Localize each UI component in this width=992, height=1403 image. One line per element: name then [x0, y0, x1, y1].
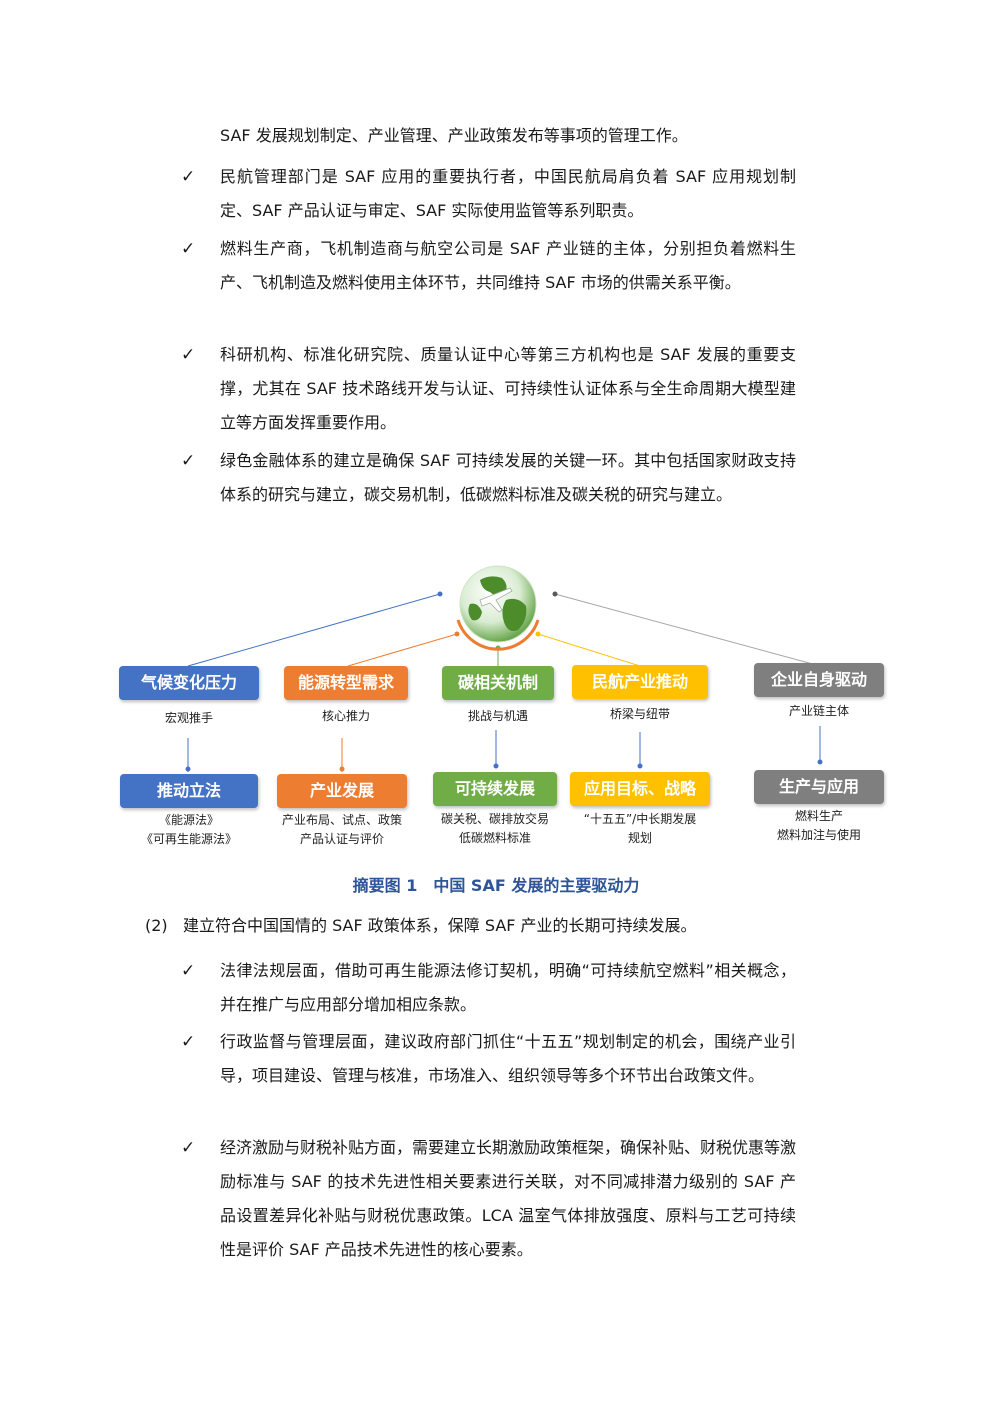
list-item: 法律法规层面，借助可再生能源法修订契机，明确“可持续航空燃料”相关概念，并在推广… — [220, 961, 796, 1014]
globe-airplane-icon — [456, 565, 540, 651]
list-item: 绿色金融体系的建立是确保 SAF 可持续发展的关键一环。其中包括国家财政支持体系… — [220, 451, 796, 504]
list-item: 行政监督与管理层面，建议政府部门抓住“十五五”规划制定的机会，围绕产业引导，项目… — [220, 1032, 796, 1085]
check-icon: ✓ — [181, 451, 196, 471]
detail-line: “十五五”/中长期发展 — [583, 812, 697, 826]
result-detail-production: 燃料生产 燃料加注与使用 — [754, 807, 884, 845]
result-box-strategy: 应用目标、战略 — [570, 772, 710, 806]
driver-box-aviation: 民航产业推动 — [572, 665, 708, 699]
detail-line: 碳关税、碳排放交易 — [440, 812, 549, 826]
driver-box-carbon: 碳相关机制 — [442, 666, 554, 700]
section-heading: 建立符合中国国情的 SAF 政策体系，保障 SAF 产业的长期可持续发展。 — [183, 916, 697, 935]
list-continuation: SAF 发展规划制定、产业管理、产业政策发布等事项的管理工作。 — [220, 126, 688, 145]
drivers-diagram: 气候变化压力 能源转型需求 碳相关机制 民航产业推动 企业自身驱动 宏观推手 核… — [110, 560, 900, 860]
driver-box-energy: 能源转型需求 — [284, 666, 408, 700]
result-detail-strategy: “十五五”/中长期发展 规划 — [565, 810, 715, 848]
diagram-connectors — [185, 591, 823, 772]
driver-box-climate: 气候变化压力 — [119, 666, 259, 700]
detail-line: 燃料生产 — [794, 809, 843, 823]
detail-line: 《可再生能源法》 — [140, 832, 237, 846]
check-icon: ✓ — [181, 345, 196, 365]
figure-caption: 摘要图 1 中国 SAF 发展的主要驱动力 — [352, 876, 640, 895]
result-box-legislation: 推动立法 — [120, 774, 258, 808]
detail-line: 燃料加注与使用 — [776, 828, 861, 842]
check-icon: ✓ — [181, 239, 196, 259]
check-icon: ✓ — [181, 961, 196, 981]
section-number: (2) — [145, 916, 168, 935]
result-detail-sustainability: 碳关税、碳排放交易 低碳燃料标准 — [428, 810, 562, 848]
list-item: 经济激励与财税补贴方面，需要建立长期激励政策框架，确保补贴、财税优惠等激励标准与… — [220, 1138, 797, 1259]
check-icon: ✓ — [181, 1032, 196, 1052]
result-box-sustainability: 可持续发展 — [433, 772, 557, 806]
check-icon: ✓ — [181, 1138, 196, 1158]
result-box-production: 生产与应用 — [754, 770, 884, 804]
driver-sub-energy: 核心推力 — [321, 709, 370, 723]
detail-line: 产业布局、试点、政策 — [281, 813, 402, 827]
list-item: 科研机构、标准化研究院、质量认证中心等第三方机构也是 SAF 发展的重要支撑，尤… — [220, 345, 796, 432]
driver-sub-enterprise: 产业链主体 — [788, 704, 849, 718]
list-item: 燃料生产商，飞机制造商与航空公司是 SAF 产业链的主体，分别担负着燃料生产、飞… — [220, 239, 796, 292]
result-box-industry: 产业发展 — [277, 774, 407, 808]
list-item: 民航管理部门是 SAF 应用的重要执行者，中国民航局肩负着 SAF 应用规划制定… — [220, 167, 796, 220]
detail-line: 规划 — [627, 831, 652, 845]
driver-sub-carbon: 挑战与机遇 — [467, 709, 528, 723]
driver-sub-climate: 宏观推手 — [164, 711, 213, 725]
result-detail-legislation: 《能源法》 《可再生能源法》 — [119, 811, 259, 849]
result-detail-industry: 产业布局、试点、政策 产品认证与评价 — [270, 811, 414, 849]
detail-line: 低碳燃料标准 — [458, 831, 531, 845]
detail-line: 《能源法》 — [158, 813, 219, 827]
driver-box-enterprise: 企业自身驱动 — [754, 663, 884, 697]
check-icon: ✓ — [181, 167, 196, 187]
driver-sub-aviation: 桥梁与纽带 — [609, 707, 670, 721]
detail-line: 产品认证与评价 — [299, 832, 384, 846]
